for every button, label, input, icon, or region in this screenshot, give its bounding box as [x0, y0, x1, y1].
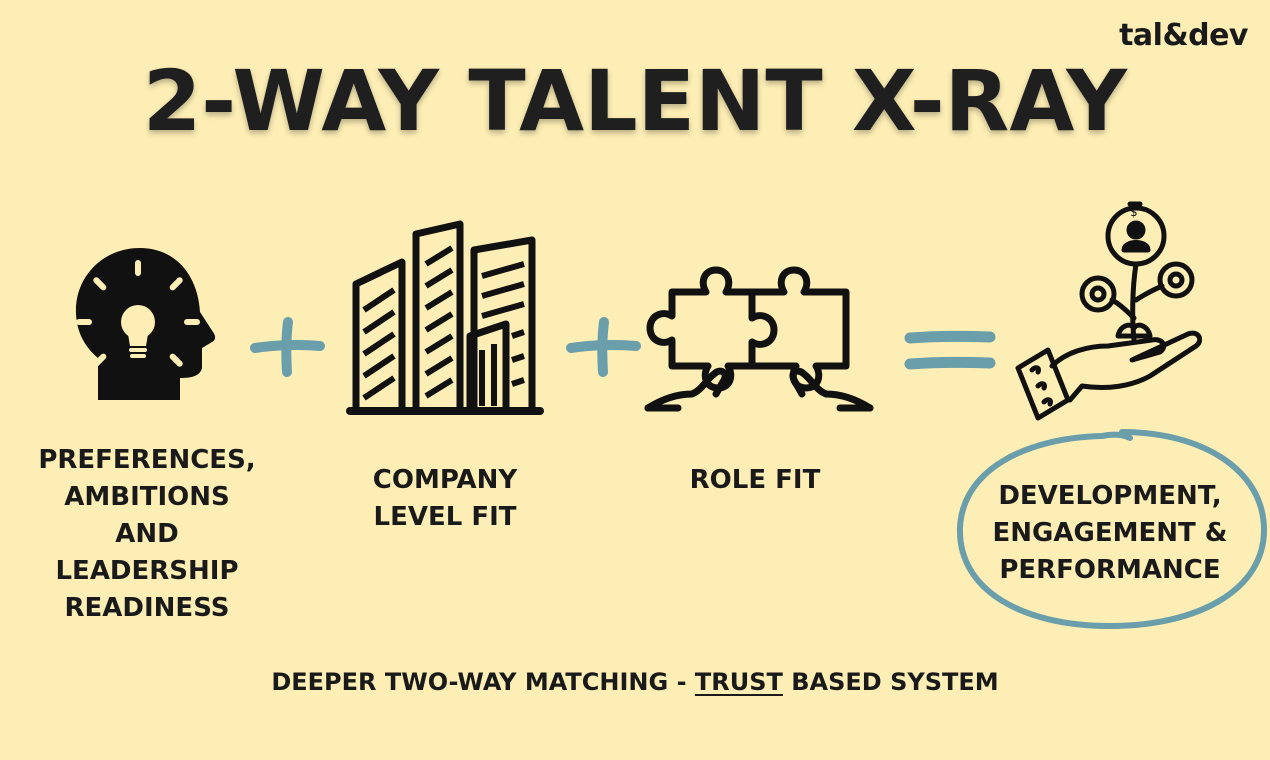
puzzle-hands-icon	[644, 266, 874, 412]
preferences-label: PREFERENCES, AMBITIONS AND LEADERSHIP RE…	[38, 445, 256, 623]
page-title: 2-WAY TALENT X-RAY	[142, 52, 1128, 150]
role-fit-label: ROLE FIT	[689, 465, 821, 495]
footer-tagline: DEEPER TWO-WAY MATCHING - TRUST BASED SY…	[0, 668, 1270, 696]
highlight-circle	[956, 429, 1268, 630]
footer-text-before: DEEPER TWO-WAY MATCHING -	[271, 668, 695, 696]
buildings-icon	[346, 220, 544, 415]
result-label: DEVELOPMENT, ENGAGEMENT & PERFORMANCE	[992, 481, 1228, 585]
footer-text-after: BASED SYSTEM	[782, 668, 999, 696]
plus-icon	[250, 317, 325, 377]
head-lightbulb-icon	[75, 248, 216, 400]
svg-text:$: $	[1130, 205, 1138, 219]
company-level-fit-label: COMPANY LEVEL FIT	[372, 465, 518, 532]
footer-text-underlined: TRUST	[694, 668, 783, 696]
hand-growth-plant-icon: $	[1015, 201, 1202, 421]
brand-logo: tal&dev	[1119, 18, 1248, 53]
equals-icon	[904, 330, 996, 370]
plus-icon	[566, 317, 641, 377]
